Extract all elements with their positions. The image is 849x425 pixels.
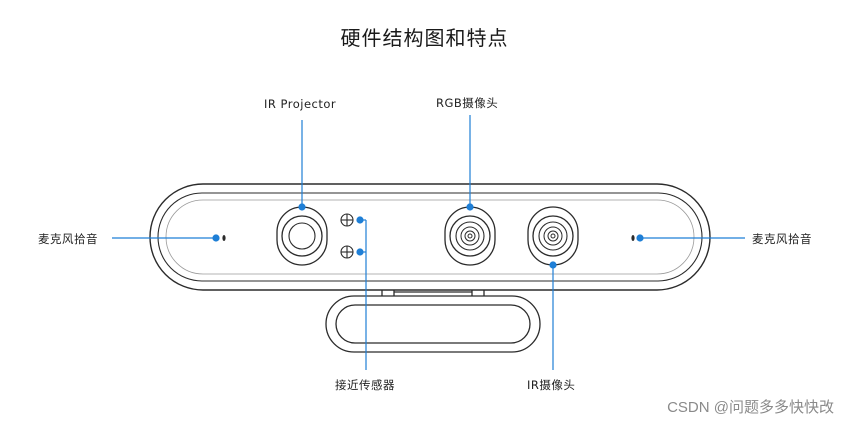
callout-dot-rgb-camera [466, 203, 474, 211]
mic-left-hole [222, 235, 226, 241]
callout-dot-mic-right [636, 234, 644, 242]
callout-dot-mic-left [212, 234, 220, 242]
label-mic-left: 麦克风拾音 [38, 232, 98, 246]
label-ir-projector: IR Projector [264, 97, 337, 111]
label-ir-camera: IR摄像头 [527, 378, 576, 392]
callout-dot-proximity-top [356, 216, 364, 224]
mic-right-hole [631, 235, 635, 241]
diagram-title: 硬件结构图和特点 [340, 26, 509, 50]
callout-dot-ir-camera [549, 261, 557, 269]
label-rgb-camera: RGB摄像头 [436, 96, 499, 110]
label-proximity-sensor: 接近传感器 [335, 378, 395, 392]
callout-lines [112, 115, 745, 370]
proximity-sensor-dots [340, 213, 354, 259]
label-mic-right: 麦克风拾音 [752, 232, 812, 246]
callout-dot-proximity-bottom [356, 248, 364, 256]
mount-stand [325, 281, 541, 353]
callout-dot-ir-projector [298, 203, 306, 211]
device-body [149, 183, 711, 291]
watermark: CSDN @问题多多快快改 [667, 399, 834, 416]
